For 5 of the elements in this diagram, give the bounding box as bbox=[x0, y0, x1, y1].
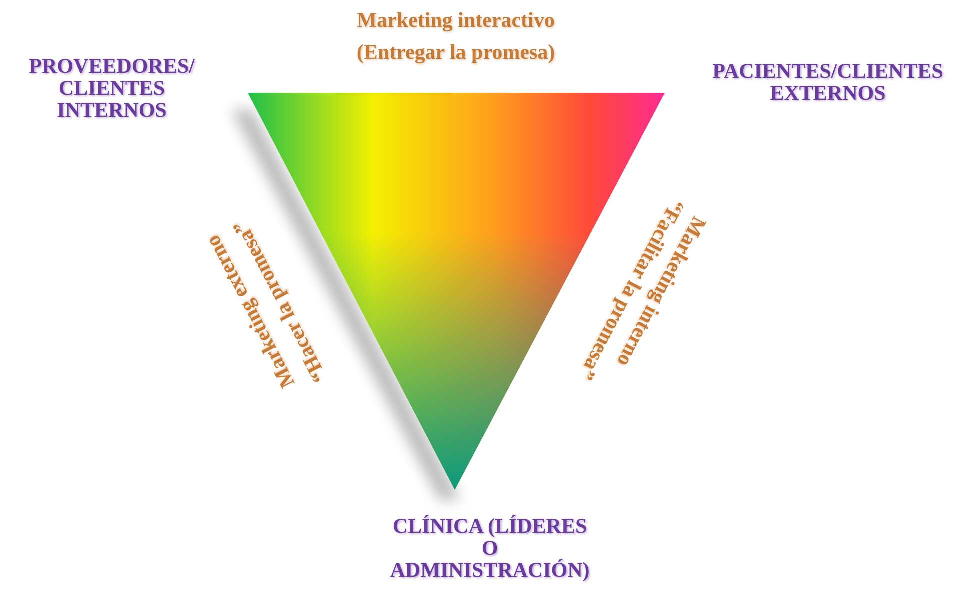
corner-label: PROVEEDORES/ CLIENTES INTERNOS bbox=[28, 54, 196, 122]
corner-label: CLÍNICA (LÍDERES O ADMINISTRACIÓN) bbox=[390, 514, 590, 582]
side-label: Marketing interactivo bbox=[357, 8, 555, 32]
side-label: (Entregar la promesa) bbox=[356, 40, 556, 64]
corner-label: PACIENTES/CLIENTES EXTERNOS bbox=[712, 60, 944, 104]
